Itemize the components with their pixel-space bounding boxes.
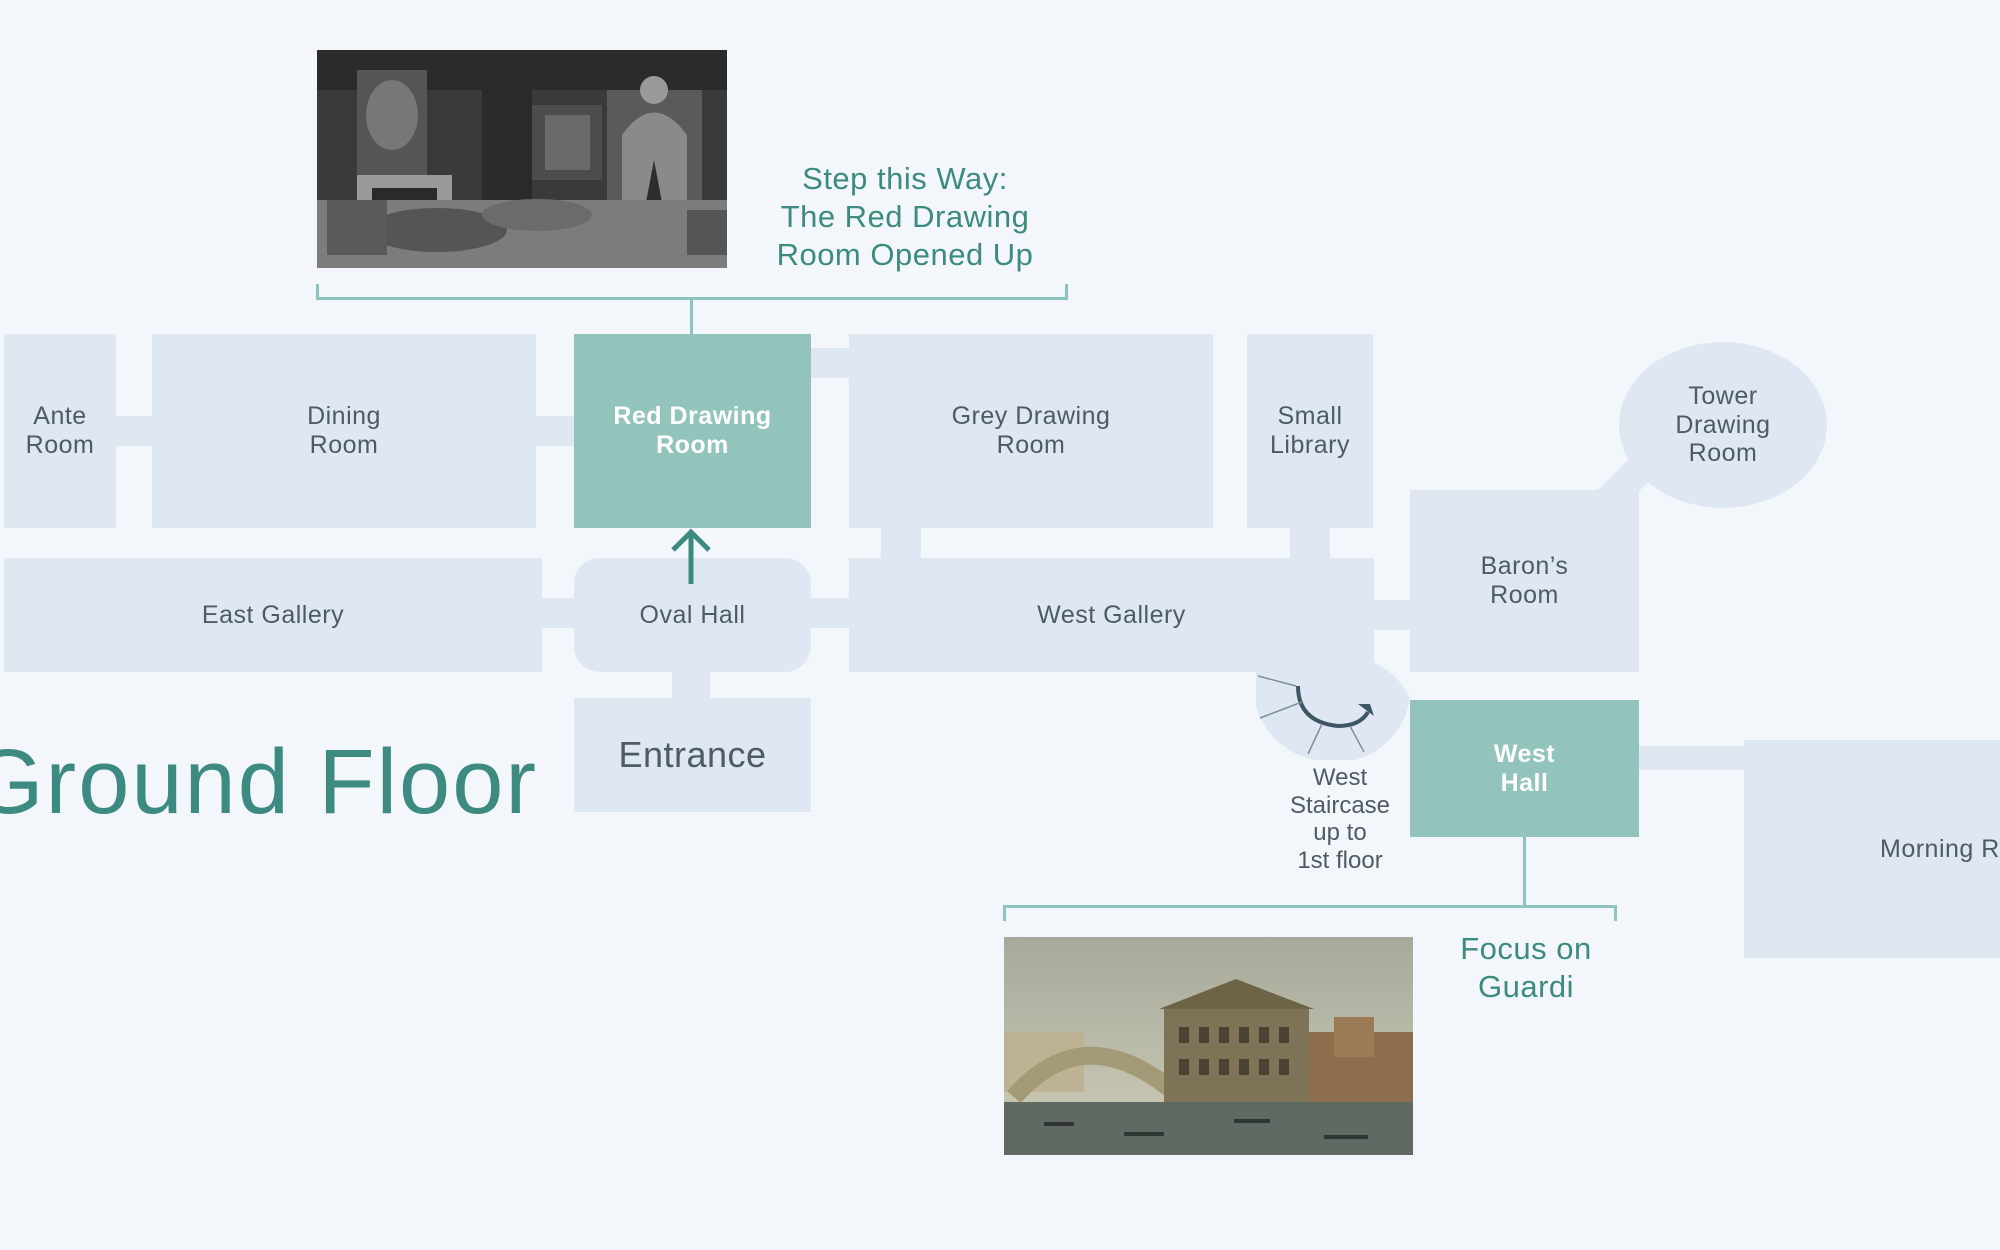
staircase-label: West Staircase up to 1st floor: [1289, 764, 1391, 874]
bottom-bracket-left-tick: [1003, 905, 1006, 921]
connector-dining-red: [536, 416, 574, 446]
connector-oval-entrance: [672, 670, 710, 700]
morning-room-label: Morning R: [1880, 834, 2000, 863]
red-drawing-room-caption: Step this Way: The Red Drawing Room Open…: [776, 161, 1034, 272]
room-barons-room[interactable]: Baron’s Room: [1410, 490, 1639, 672]
room-west-gallery[interactable]: West Gallery: [849, 558, 1374, 672]
room-ante-room[interactable]: Ante Room: [4, 334, 116, 528]
connector-ante-dining: [116, 416, 152, 446]
room-dining-room[interactable]: Dining Room: [152, 334, 536, 528]
room-entrance[interactable]: Entrance: [574, 698, 811, 812]
connector-library-westgallery: [1290, 528, 1330, 558]
bottom-bracket-right-tick: [1614, 905, 1617, 921]
staircase-icon: [1256, 655, 1410, 760]
floor-title: Ground Floor: [0, 731, 539, 833]
top-bracket-stem: [690, 297, 693, 334]
guardi-caption: Focus on Guardi: [1460, 931, 1592, 1004]
connector-red-grey: [811, 348, 849, 378]
red-drawing-room-photo: [317, 50, 727, 268]
connector-grey-westgallery: [881, 528, 921, 558]
room-small-library[interactable]: Small Library: [1247, 334, 1373, 528]
room-tower-drawing-room[interactable]: Tower Drawing Room: [1619, 342, 1827, 508]
up-arrow-icon: [671, 528, 711, 584]
room-morning-room[interactable]: Morning R: [1744, 740, 2000, 958]
room-grey-drawing-room[interactable]: Grey Drawing Room: [849, 334, 1213, 528]
connector-westhall-morning: [1638, 746, 1744, 770]
bottom-bracket-stem: [1523, 837, 1526, 908]
room-west-hall[interactable]: West Hall: [1410, 700, 1639, 837]
top-bracket-right-tick: [1065, 284, 1068, 300]
room-east-gallery[interactable]: East Gallery: [4, 558, 542, 672]
connector-oval-westgallery: [810, 598, 850, 628]
connector-eastgallery-oval: [542, 598, 576, 628]
top-bracket-left-tick: [316, 284, 319, 300]
connector-westgallery-barons: [1374, 600, 1412, 630]
guardi-painting-photo: [1004, 937, 1413, 1155]
room-red-drawing-room[interactable]: Red Drawing Room: [574, 334, 811, 528]
bottom-bracket-line: [1003, 905, 1617, 908]
